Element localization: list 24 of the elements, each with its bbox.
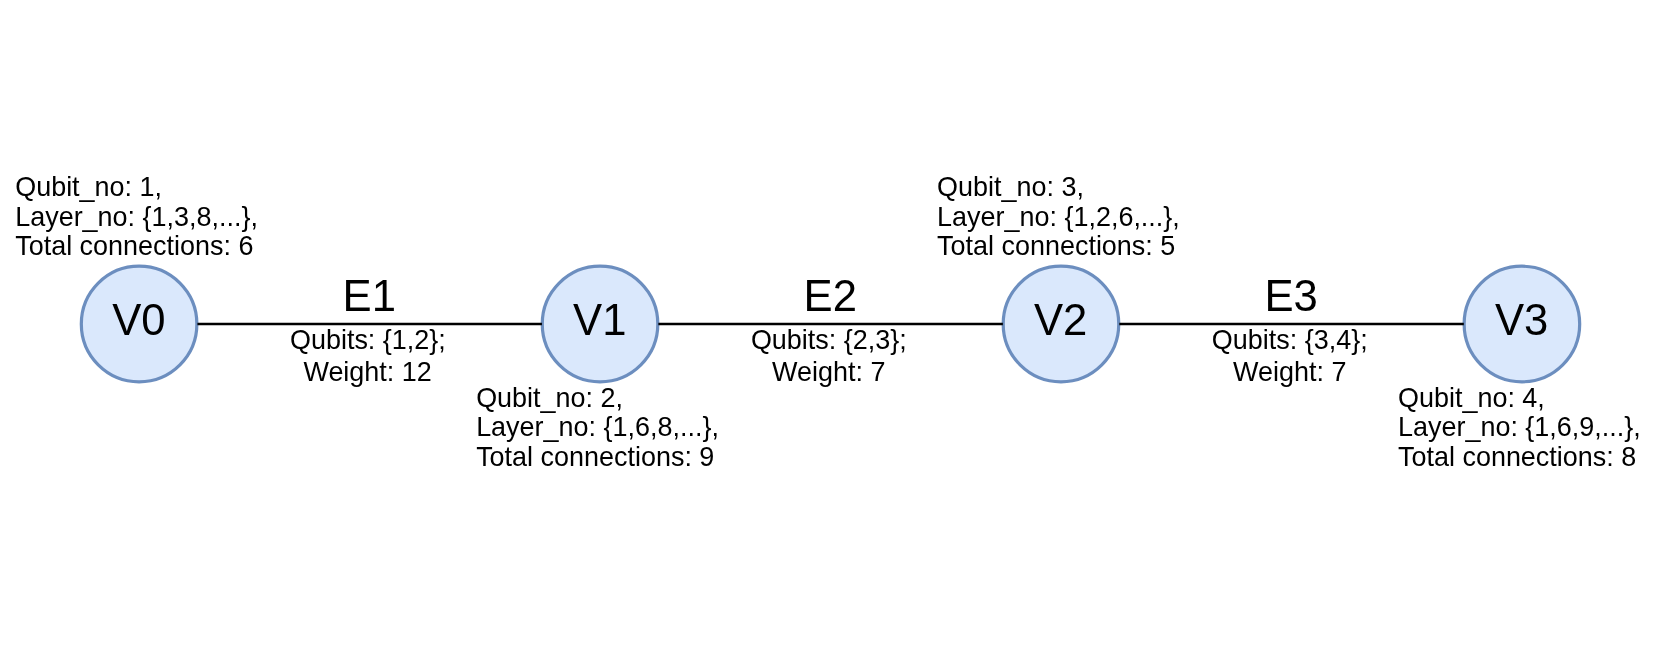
connector xyxy=(197,322,542,325)
connector xyxy=(658,322,1003,325)
label: Weight: 7 xyxy=(1233,356,1347,387)
label: Qubits: {1,2}; xyxy=(289,324,446,355)
node-label: Total connections: 8 xyxy=(1398,441,1637,472)
edge-label: E1 xyxy=(342,270,396,320)
node-circle: V1 xyxy=(540,264,660,383)
edge-label: E3 xyxy=(1264,270,1318,320)
node-label: Qubit_no: 4, xyxy=(1398,382,1545,413)
label: Weight: 7 xyxy=(772,356,886,387)
edge-label: E2 xyxy=(803,270,857,320)
node-circle: V2 xyxy=(1001,264,1121,383)
node-circle: V0 xyxy=(79,264,199,383)
label: Weight: 12 xyxy=(303,356,432,387)
node-circle: V3 xyxy=(1462,264,1582,383)
node-label: Total connections: 9 xyxy=(476,441,715,472)
label: Qubits: {3,4}; xyxy=(1211,324,1368,355)
node-label: Layer_no: {1,3,8,...}, xyxy=(15,201,258,232)
node-label: Layer_no: {1,2,6,...}, xyxy=(937,201,1180,232)
label: Qubits: {2,3}; xyxy=(750,324,907,355)
node-label: Qubit_no: 2, xyxy=(476,382,623,413)
node-label: Qubit_no: 1, xyxy=(15,171,163,202)
connector xyxy=(1119,322,1464,325)
node-label: Qubit_no: 3, xyxy=(937,171,1084,202)
